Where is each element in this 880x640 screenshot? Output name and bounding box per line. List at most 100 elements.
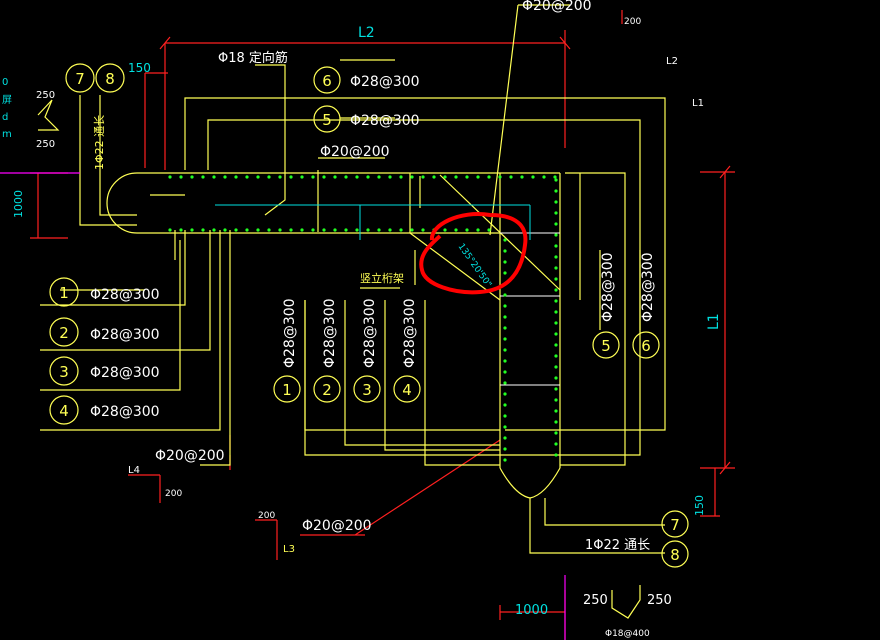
rebar-dot <box>554 354 558 358</box>
label-vr5: Φ28@300 <box>600 252 616 322</box>
rebar-dot <box>503 326 507 330</box>
rebar-dot <box>344 175 348 179</box>
rebar-dot <box>554 255 558 259</box>
rebar-dot <box>553 175 557 179</box>
marker-7-top: 7 <box>75 70 85 88</box>
left-edge-1: 0 <box>2 77 8 88</box>
rebar-dot <box>554 244 558 248</box>
rebar-dot <box>554 277 558 281</box>
rebar-dot <box>503 458 507 462</box>
rebar-dot <box>190 175 194 179</box>
label-bot-250-left: 250 <box>583 593 608 608</box>
label-bottom-20-200: Φ20@200 <box>302 518 372 534</box>
rebar-dot <box>256 175 260 179</box>
rebar-dot <box>498 175 502 179</box>
outer-rebars <box>40 4 666 554</box>
rebar-dot <box>377 228 381 232</box>
label-top-200: 200 <box>624 17 641 27</box>
rebar-dot <box>311 175 315 179</box>
label-left-250-bottom: 250 <box>36 139 55 150</box>
rebar-dot <box>300 228 304 232</box>
rebar-dot <box>503 370 507 374</box>
rebar-dot <box>443 228 447 232</box>
rebar-dot <box>377 175 381 179</box>
rebar-dot <box>168 228 172 232</box>
rebar-dot <box>267 228 271 232</box>
label-bot-250-right: 250 <box>647 593 672 608</box>
rebar-dot <box>531 175 535 179</box>
rebar-dot <box>201 175 205 179</box>
rebar-dot <box>399 175 403 179</box>
rebar-dot <box>443 175 447 179</box>
rebar-dot <box>554 376 558 380</box>
label-L1-small: L1 <box>692 98 704 109</box>
label-150-right: 150 <box>693 495 706 516</box>
rebar-dot <box>344 228 348 232</box>
rebar-dot <box>503 381 507 385</box>
rebar-dot <box>554 288 558 292</box>
rebar-dot <box>554 321 558 325</box>
rebar-dot <box>503 337 507 341</box>
label-left-250-top: 250 <box>36 90 55 101</box>
rebar-dot <box>333 175 337 179</box>
rebar-dot <box>322 228 326 232</box>
rebar-dot <box>454 228 458 232</box>
left-edge-3: d <box>2 112 8 123</box>
rebar-dot <box>554 442 558 446</box>
rebar-dot <box>256 228 260 232</box>
rebar-dot <box>234 175 238 179</box>
label-left1: Φ28@300 <box>90 287 160 303</box>
label-left3: Φ28@300 <box>90 365 160 381</box>
rebar-dot <box>554 310 558 314</box>
rebar-dot <box>245 228 249 232</box>
rebar-dot <box>503 348 507 352</box>
rebar-dot <box>223 175 227 179</box>
rebar-dot <box>322 175 326 179</box>
labels: Φ20@200 200 L2 150 Φ18 定向筋 1Φ22 通长 250 2… <box>12 0 722 639</box>
marker-5-top: 5 <box>322 111 332 129</box>
rebar-dots <box>168 175 558 462</box>
rebar-dot <box>311 228 315 232</box>
break-symbol-left <box>37 99 60 131</box>
label-v2: Φ28@300 <box>322 298 338 368</box>
label-bottom-note: Φ18@400 <box>605 629 650 639</box>
rebar-dot <box>333 228 337 232</box>
left-edge-4: m <box>2 129 12 140</box>
label-row6: Φ28@300 <box>350 74 420 90</box>
magenta-marks <box>0 172 566 640</box>
label-vr6: Φ28@300 <box>640 252 656 322</box>
rebar-dot <box>554 189 558 193</box>
rebar-dot <box>520 175 524 179</box>
marker-left-4: 4 <box>59 402 69 420</box>
rebar-dot <box>554 398 558 402</box>
label-L3-200: 200 <box>258 511 275 521</box>
label-top-rebar: Φ20@200 <box>522 0 592 14</box>
label-left-bottom-20-200: Φ20@200 <box>155 448 225 464</box>
label-v1: Φ28@300 <box>282 298 298 368</box>
rebar-dot <box>366 228 370 232</box>
label-bot-1000: 1000 <box>515 603 548 618</box>
rebar-dot <box>554 233 558 237</box>
rebar-dot <box>212 228 216 232</box>
left-edge-2: 屏 <box>2 94 12 106</box>
marker-v-1: 1 <box>282 381 292 399</box>
rebar-dot <box>554 222 558 226</box>
rebar-dot <box>554 200 558 204</box>
marker-left-2: 2 <box>59 324 69 342</box>
rebar-dot <box>554 332 558 336</box>
marker-8-bot: 8 <box>670 546 680 564</box>
rebar-dot <box>503 271 507 275</box>
label-stirrup: Φ18 定向筋 <box>218 50 288 66</box>
label-angle: 135°20'50" <box>456 242 494 290</box>
marker-r-6: 6 <box>641 337 651 355</box>
rebar-dot <box>289 175 293 179</box>
rebar-dot <box>454 175 458 179</box>
rebar-dot <box>388 228 392 232</box>
rebar-dot <box>503 238 507 242</box>
label-dim-150: 150 <box>128 61 151 75</box>
rebar-dot <box>509 175 513 179</box>
rebar-dot <box>503 293 507 297</box>
label-L4: L4 <box>128 465 140 476</box>
label-L3: L3 <box>283 544 295 555</box>
